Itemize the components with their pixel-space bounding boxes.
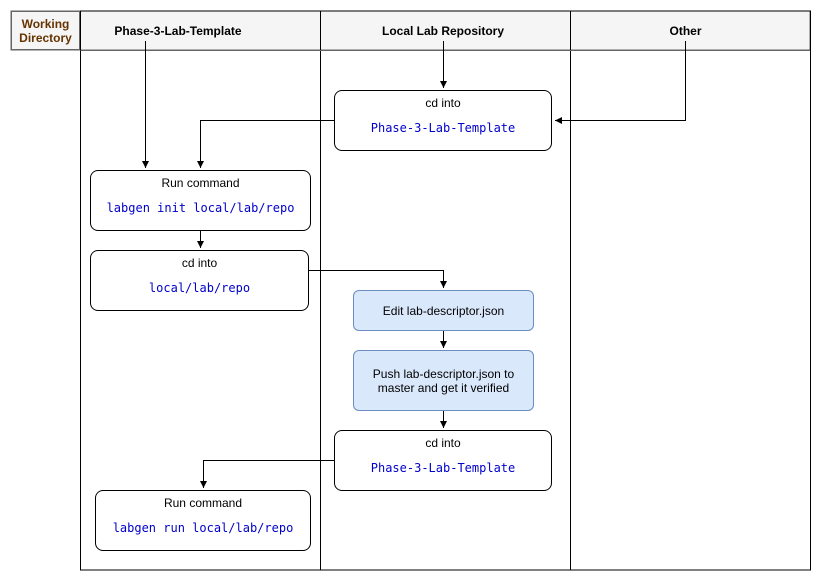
- step-title: cd into: [425, 436, 461, 450]
- cd-template-step-2: cd into Phase-3-Lab-Template: [334, 430, 552, 491]
- cd-repo-step: cd into local/lab/repo: [90, 250, 309, 311]
- arrow-cd-to-init: [197, 120, 335, 168]
- push-descriptor-step: Push lab-descriptor.json to master and g…: [353, 350, 534, 411]
- step-title: cd into: [181, 256, 218, 270]
- step-label-line-2: master and get it verified: [377, 380, 510, 395]
- step-label: Edit lab-descriptor.json: [382, 303, 505, 318]
- lane-local-repo-title: Local Lab Repository: [381, 23, 505, 38]
- arrow-cd-to-run: [200, 460, 335, 488]
- arrow-cd-repo-to-edit: [308, 270, 447, 288]
- step-code: labgen run local/lab/repo: [112, 521, 294, 535]
- step-code: Phase-3-Lab-Template: [370, 121, 516, 135]
- step-label-line-1: Push lab-descriptor.json to: [372, 366, 515, 381]
- arrow-other-to-cd: [555, 41, 686, 124]
- step-title: Run command: [163, 496, 243, 510]
- step-title: Run command: [161, 176, 240, 190]
- step-title: cd into: [425, 96, 461, 110]
- lane-phase3-title: Phase-3-Lab-Template: [114, 23, 242, 38]
- header-bar: [10, 10, 811, 51]
- step-code: local/lab/repo: [148, 281, 251, 295]
- edit-descriptor-step: Edit lab-descriptor.json: [353, 290, 534, 331]
- step-code: Phase-3-Lab-Template: [370, 461, 516, 475]
- step-code: labgen init local/lab/repo: [106, 201, 295, 215]
- lane-working-directory-label: Working Directory: [11, 11, 80, 50]
- run-init-step: Run command labgen init local/lab/repo: [90, 170, 311, 231]
- cd-template-step-1: cd into Phase-3-Lab-Template: [334, 90, 552, 151]
- lane-other-title: Other: [669, 23, 702, 38]
- lane-other-outline: [570, 10, 811, 571]
- run-labgen-step: Run command labgen run local/lab/repo: [95, 490, 311, 551]
